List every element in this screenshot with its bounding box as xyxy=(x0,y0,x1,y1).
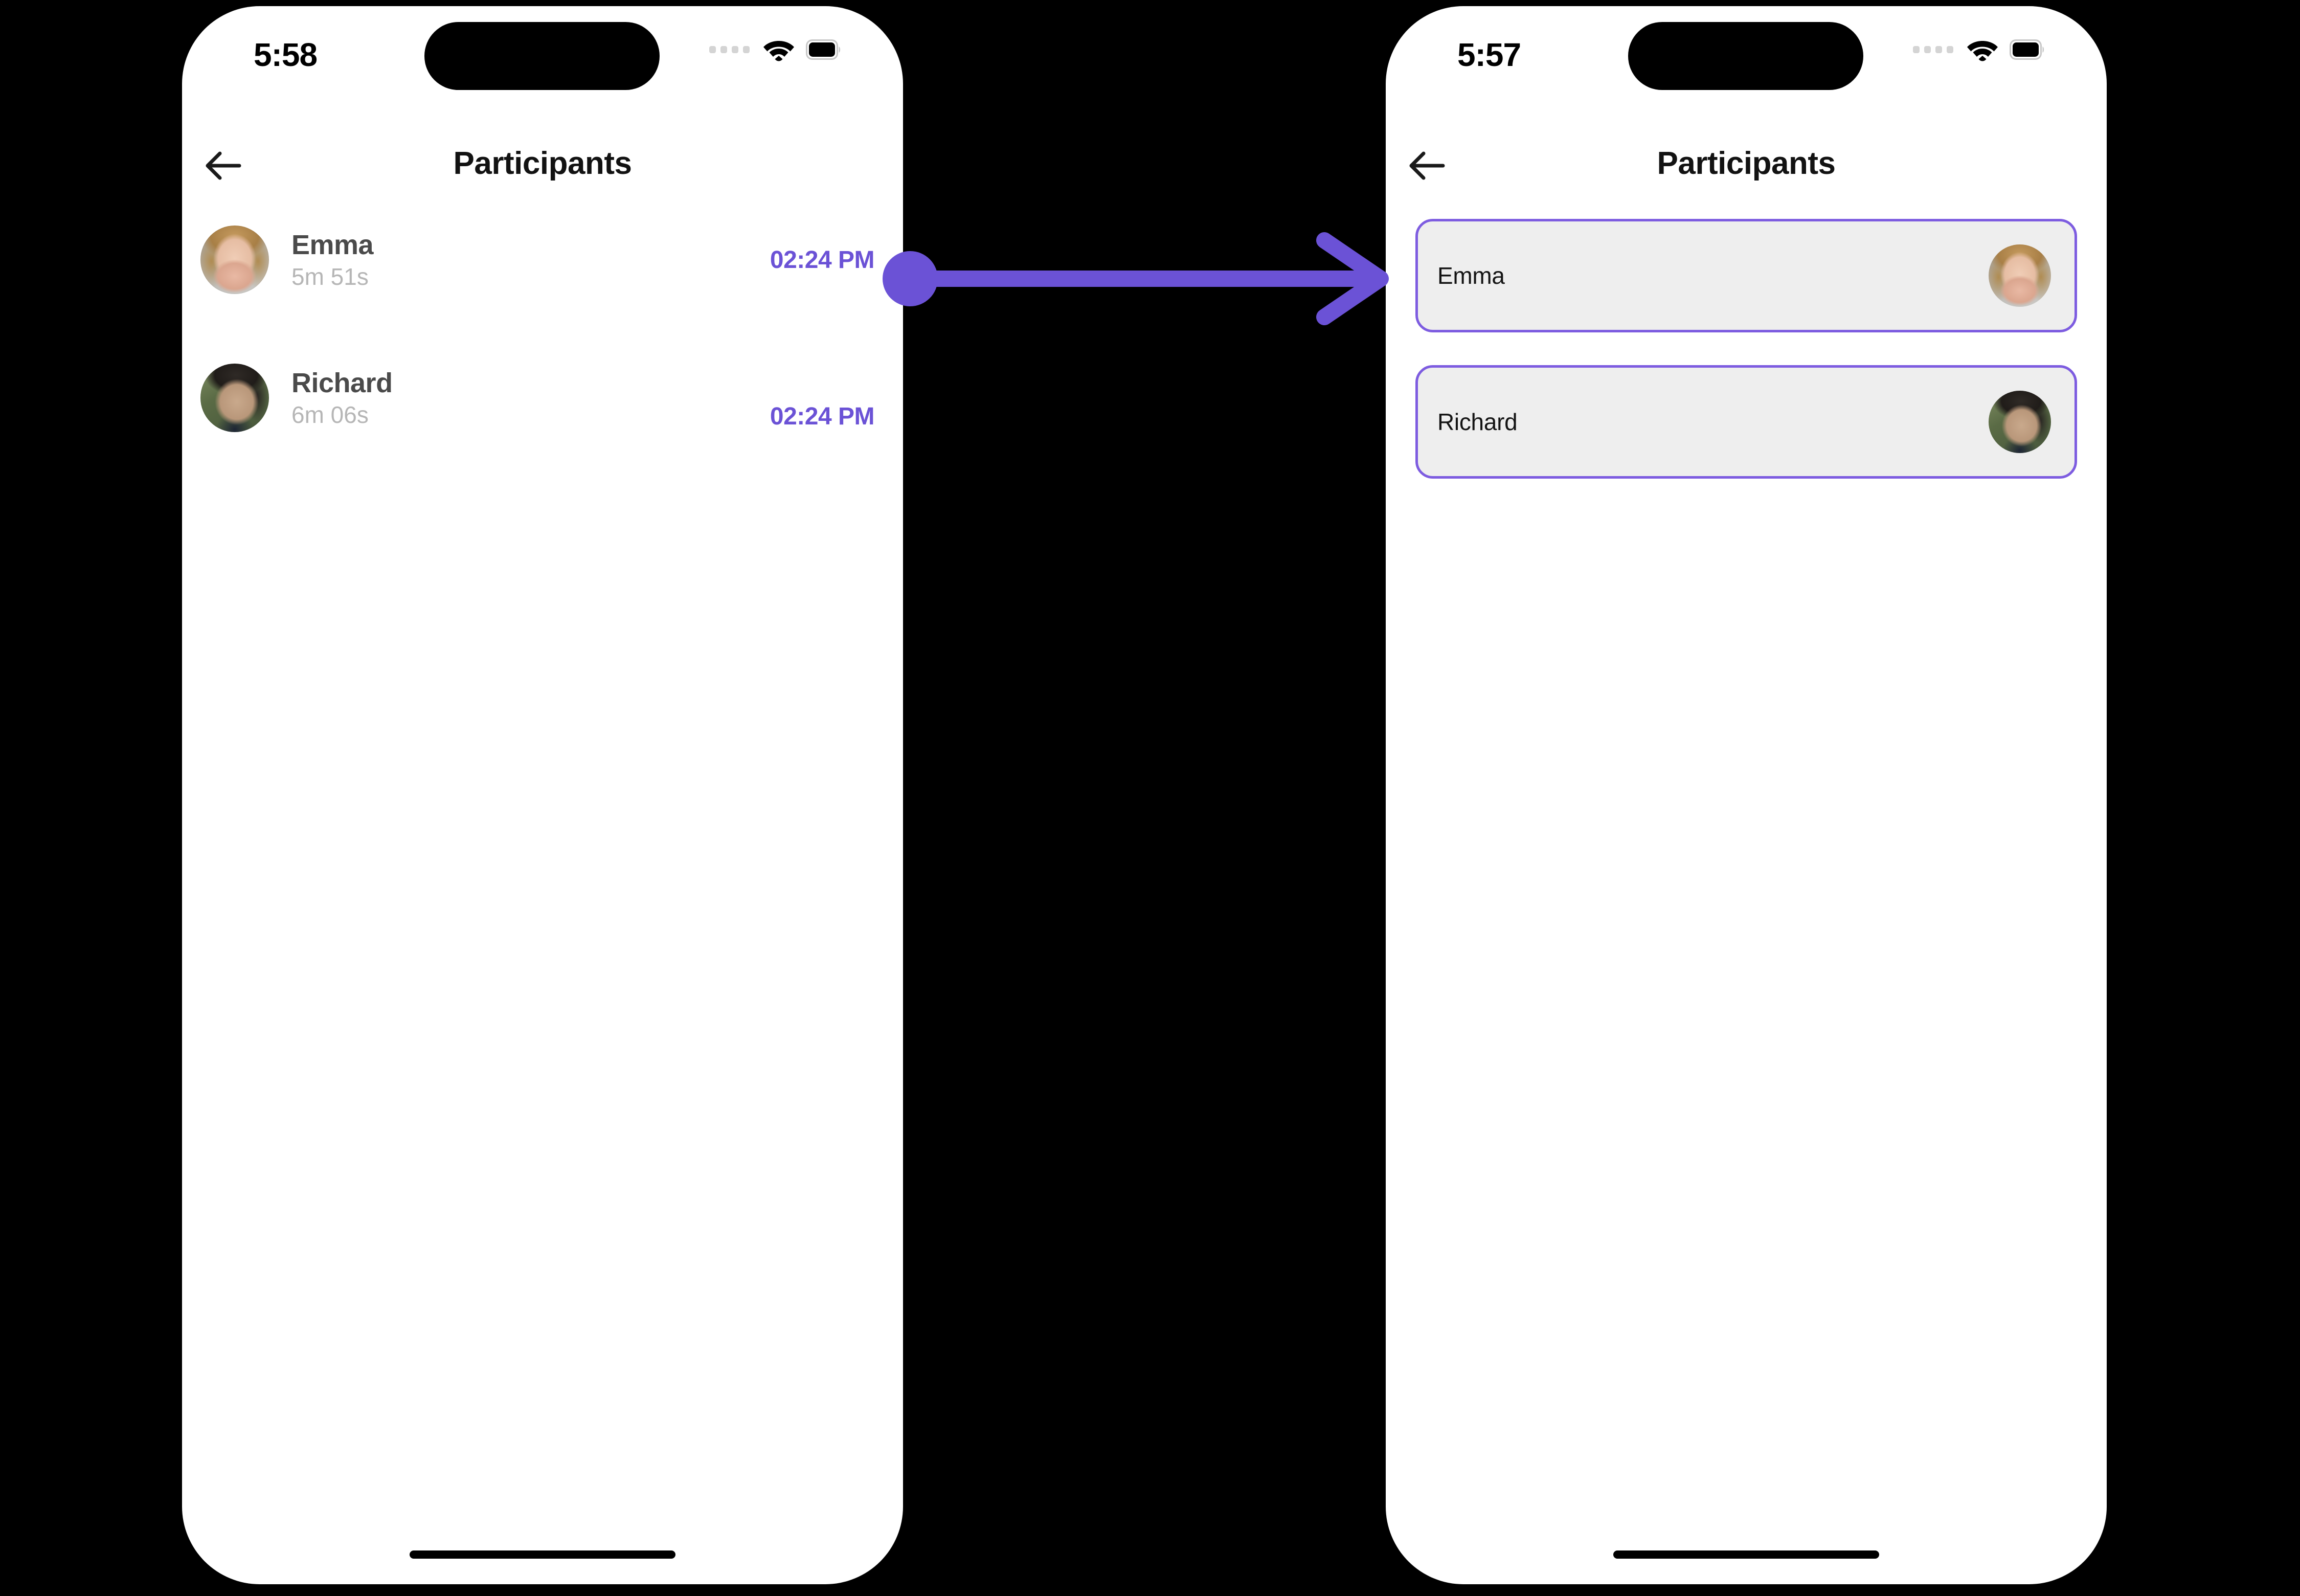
avatar xyxy=(200,364,269,432)
page-title: Participants xyxy=(453,146,632,181)
nav-bar-right: Participants xyxy=(1386,134,2107,200)
participant-duration: 5m 51s xyxy=(291,263,369,290)
avatar xyxy=(200,226,269,294)
status-bar-right: 5:57 xyxy=(1386,6,2107,103)
participant-timestamp: 02:24 PM xyxy=(770,403,875,430)
home-indicator xyxy=(410,1550,675,1559)
phone-screen-right: 5:57 Participants Emma xyxy=(1386,6,2107,1584)
participant-info: Richard 6m 06s xyxy=(291,367,770,429)
avatar xyxy=(1989,391,2051,453)
status-time: 5:57 xyxy=(1457,36,1521,73)
battery-full-icon xyxy=(806,39,841,60)
participants-list: Emma 5m 51s 02:24 PM Richard 6m 06s 02:2… xyxy=(182,219,903,1584)
battery-full-icon xyxy=(2010,39,2044,60)
participant-row-richard[interactable]: Richard 6m 06s 02:24 PM xyxy=(182,357,903,439)
home-indicator xyxy=(1613,1550,1879,1559)
status-bar-left: 5:58 xyxy=(182,6,903,103)
participant-name: Emma xyxy=(1437,262,1505,289)
status-indicators xyxy=(709,38,842,61)
participant-name: Richard xyxy=(291,367,393,398)
participant-name: Emma xyxy=(291,229,374,260)
phone-screen-left: 5:58 Participants xyxy=(182,6,903,1584)
back-arrow-icon[interactable] xyxy=(198,141,247,190)
participant-card-richard[interactable]: Richard xyxy=(1415,365,2077,479)
back-arrow-icon[interactable] xyxy=(1402,141,1451,190)
page-title: Participants xyxy=(1657,146,1836,181)
cellular-dots-icon xyxy=(1913,46,1953,53)
participant-info: Emma 5m 51s xyxy=(291,229,770,290)
participant-row-emma[interactable]: Emma 5m 51s 02:24 PM xyxy=(182,219,903,301)
status-indicators xyxy=(1913,38,2045,61)
wifi-icon xyxy=(763,41,794,61)
avatar xyxy=(1989,244,2051,307)
wifi-icon xyxy=(1967,41,1998,61)
nav-bar-left: Participants xyxy=(182,134,903,200)
arrow-head xyxy=(1316,232,1389,325)
participant-timestamp: 02:24 PM xyxy=(770,246,875,274)
participant-name: Richard xyxy=(1437,409,1518,435)
status-time: 5:58 xyxy=(254,36,318,73)
cellular-dots-icon xyxy=(709,46,750,53)
dynamic-island xyxy=(1628,22,1863,90)
participant-duration: 6m 06s xyxy=(291,401,369,429)
dynamic-island xyxy=(424,22,660,90)
participant-card-emma[interactable]: Emma xyxy=(1415,219,2077,332)
flow-arrow-connector xyxy=(883,232,1389,325)
participant-cards-list: Emma Richard xyxy=(1386,219,2107,511)
